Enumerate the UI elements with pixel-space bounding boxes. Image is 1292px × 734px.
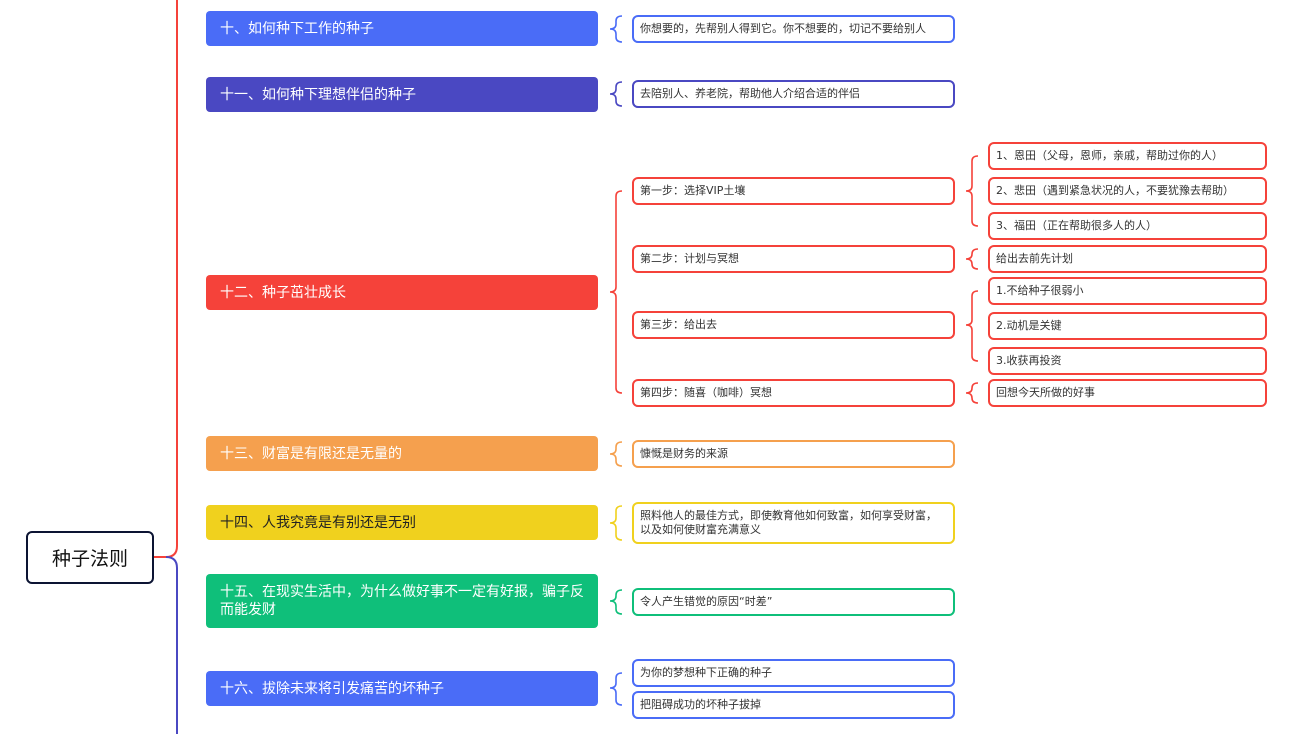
bracket-topic-16 <box>609 672 623 706</box>
step-1-item-2[interactable]: 2、悲田（遇到紧急状况的人，不要犹豫去帮助） <box>988 177 1267 205</box>
bracket-topic-11 <box>609 81 623 107</box>
topic-12[interactable]: 十二、种子茁壮成长 <box>206 275 598 310</box>
topic-label: 十六、拔除未来将引发痛苦的坏种子 <box>220 680 444 697</box>
step-3-item-2[interactable]: 2.动机是关键 <box>988 312 1267 340</box>
step-1-item-3[interactable]: 3、福田（正在帮助很多人的人） <box>988 212 1267 240</box>
root-node[interactable]: 种子法则 <box>26 531 154 584</box>
topic-16-detail-2[interactable]: 把阻碍成功的坏种子拔掉 <box>632 691 955 719</box>
step-1-item-1[interactable]: 1、恩田（父母，恩师，亲戚，帮助过你的人） <box>988 142 1267 170</box>
topic-label: 十二、种子茁壮成长 <box>220 284 346 301</box>
step-3-item-3[interactable]: 3.收获再投资 <box>988 347 1267 375</box>
bracket-topic-14 <box>609 505 623 541</box>
bracket-step-3 <box>965 290 979 362</box>
step-4-item-1[interactable]: 回想今天所做的好事 <box>988 379 1267 407</box>
bracket-topic-10 <box>609 15 623 43</box>
step-2-item-1[interactable]: 给出去前先计划 <box>988 245 1267 273</box>
topic-15-detail[interactable]: 令人产生错觉的原因“时差” <box>632 588 955 616</box>
step-3[interactable]: 第三步：给出去 <box>632 311 955 339</box>
step-4[interactable]: 第四步：随喜（咖啡）冥想 <box>632 379 955 407</box>
topic-label: 十、如何种下工作的种子 <box>220 20 374 37</box>
topic-15[interactable]: 十五、在现实生活中，为什么做好事不一定有好报，骗子反而能发财 <box>206 574 598 628</box>
topic-14-detail[interactable]: 照料他人的最佳方式，即使教育他如何致富，如何享受财富，以及如何使财富充满意义 <box>632 502 955 544</box>
topic-11[interactable]: 十一、如何种下理想伴侣的种子 <box>206 77 598 112</box>
topic-label: 十四、人我究竟是有别还是无别 <box>220 514 416 531</box>
topic-label: 十一、如何种下理想伴侣的种子 <box>220 86 416 103</box>
topic-label: 十三、财富是有限还是无量的 <box>220 445 402 462</box>
topic-10[interactable]: 十、如何种下工作的种子 <box>206 11 598 46</box>
step-1[interactable]: 第一步：选择VIP土壤 <box>632 177 955 205</box>
bracket-step-2 <box>965 248 979 270</box>
topic-10-detail[interactable]: 你想要的，先帮别人得到它。你不想要的，切记不要给别人 <box>632 15 955 43</box>
topic-14[interactable]: 十四、人我究竟是有别还是无别 <box>206 505 598 540</box>
topic-11-detail[interactable]: 去陪别人、养老院，帮助他人介绍合适的伴侣 <box>632 80 955 108</box>
topic-13[interactable]: 十三、财富是有限还是无量的 <box>206 436 598 471</box>
topic-13-detail[interactable]: 慷慨是财务的来源 <box>632 440 955 468</box>
bracket-topic-13 <box>609 441 623 467</box>
trunk-upper-line <box>154 0 178 558</box>
bracket-step-1 <box>965 155 979 227</box>
topic-label: 十五、在现实生活中，为什么做好事不一定有好报，骗子反而能发财 <box>220 584 584 618</box>
bracket-step-4 <box>965 382 979 404</box>
step-2[interactable]: 第二步：计划与冥想 <box>632 245 955 273</box>
bracket-topic-15 <box>609 589 623 615</box>
step-3-item-1[interactable]: 1.不给种子很弱小 <box>988 277 1267 305</box>
topic-16[interactable]: 十六、拔除未来将引发痛苦的坏种子 <box>206 671 598 706</box>
bracket-topic-12 <box>609 190 623 394</box>
root-label: 种子法则 <box>51 548 128 570</box>
trunk-lower-line <box>165 556 178 734</box>
topic-16-detail-1[interactable]: 为你的梦想种下正确的种子 <box>632 659 955 687</box>
